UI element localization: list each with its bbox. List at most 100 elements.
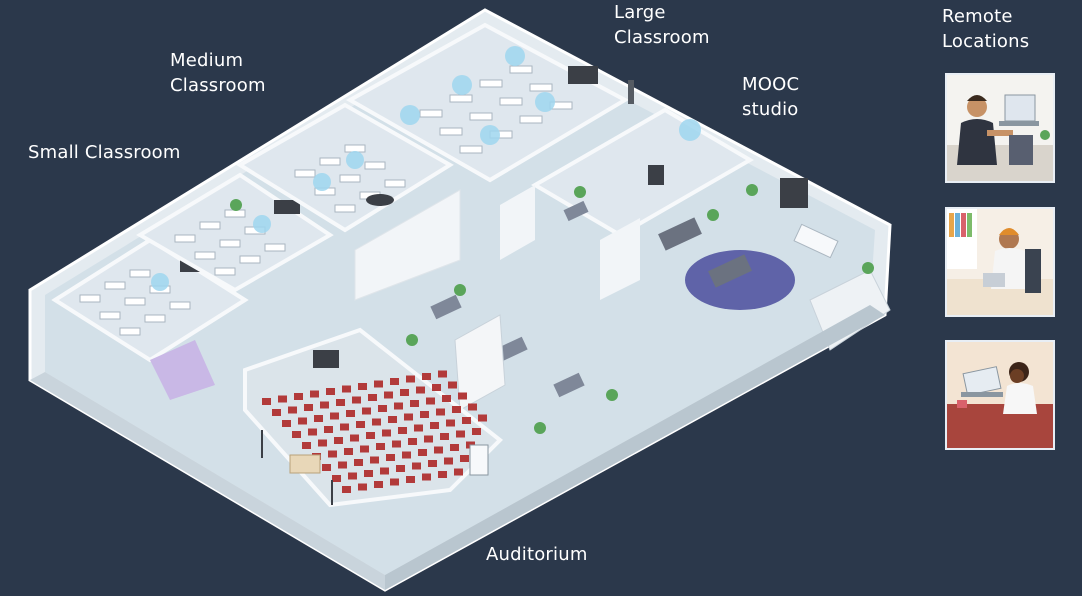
auditorium-seat (262, 398, 271, 405)
auditorium-seat (398, 427, 407, 434)
remote-location-thumbnail-2 (945, 207, 1055, 317)
auditorium-seat (388, 416, 397, 423)
auditorium-seat (342, 385, 351, 393)
auditorium-seat (328, 450, 337, 458)
auditorium-seat (442, 395, 451, 402)
mooc-studio-label: MOOC studio (742, 74, 800, 120)
auditorium-seat (304, 404, 313, 411)
auditorium-seat (420, 411, 429, 418)
auditorium-seat (360, 445, 369, 453)
auditorium-seat (452, 406, 461, 413)
auditorium-seat (362, 407, 371, 415)
auditorium-seat (432, 384, 441, 391)
auditorium-seat (314, 415, 323, 422)
auditorium-seat (404, 413, 413, 421)
auditorium-seat (376, 443, 385, 450)
auditorium-seat (342, 486, 351, 493)
auditorium-seat (326, 388, 335, 395)
auditorium-seat (378, 405, 387, 412)
person-on-video-call-icon (947, 342, 1053, 448)
corridor-wall (354, 189, 461, 301)
auditorium-seat (412, 462, 421, 470)
auditorium-seat (358, 483, 367, 491)
auditorium-seat (440, 433, 449, 440)
auditorium-seat (292, 431, 301, 438)
auditorium-seat (332, 475, 341, 482)
auditorium-seat (394, 402, 403, 410)
ceiling-mic-small (151, 273, 169, 291)
auditorium-seat (310, 390, 319, 398)
auditorium-seat (438, 370, 447, 378)
auditorium-seat (372, 418, 381, 426)
auditorium-seat (456, 430, 465, 438)
person-at-laptop-icon (947, 75, 1053, 181)
large-classroom-label: Large Classroom (614, 2, 710, 48)
ceiling-mic-medium (253, 215, 271, 233)
medium-classroom-label: Medium Classroom (170, 50, 266, 96)
classroom-three-room (236, 102, 454, 233)
auditorium-seat (344, 448, 353, 455)
lounge-rug (685, 250, 795, 310)
auditorium-seat (458, 392, 467, 400)
auditorium-room (243, 327, 504, 508)
auditorium-seat (446, 419, 455, 427)
auditorium-seat (374, 380, 383, 388)
auditorium-seat (346, 410, 355, 417)
auditorium-seat (472, 428, 481, 435)
auditorium-seat (350, 434, 359, 442)
auditorium-seat (348, 472, 357, 480)
auditorium-seat (334, 437, 343, 444)
auditorium-seat (396, 465, 405, 472)
building-edge-right (385, 305, 885, 590)
auditorium-seat (414, 424, 423, 432)
auditorium-seat (390, 478, 399, 486)
auditorium-seat (418, 449, 427, 456)
auditorium-seat (424, 435, 433, 443)
auditorium-seat (324, 426, 333, 433)
auditorium-seat (406, 476, 415, 483)
remote-location-thumbnail-3 (945, 340, 1055, 450)
small-classroom-label: Small Classroom (28, 142, 181, 163)
auditorium-seat (468, 403, 477, 411)
auditorium-seat (422, 473, 431, 481)
auditorium-seat (368, 394, 377, 401)
auditorium-seat (478, 414, 487, 422)
auditorium-seat (406, 375, 415, 383)
auditorium-seat (390, 378, 399, 385)
auditorium-seat (430, 422, 439, 429)
auditorium-seat (288, 406, 297, 414)
auditorium-seat (356, 421, 365, 428)
auditorium-seat (336, 399, 345, 406)
auditorium-seat (364, 470, 373, 477)
auditorium-seat (448, 381, 457, 389)
building-edge (30, 372, 385, 590)
auditorium-seat (450, 444, 459, 451)
auditorium-seat (384, 391, 393, 399)
auditorium-seat (444, 457, 453, 465)
auditorium-seat (352, 396, 361, 404)
auditorium-seat (434, 446, 443, 454)
auditorium-seat (338, 461, 347, 469)
auditorium-seat (278, 395, 287, 403)
auditorium-seat (374, 481, 383, 488)
auditorium-seat (366, 432, 375, 439)
auditorium-seat (428, 460, 437, 467)
auditorium-seat (330, 412, 339, 420)
auditorium-seat (392, 440, 401, 448)
medium-classroom-room (136, 172, 334, 293)
large-classroom-room (345, 22, 634, 183)
auditorium-seat (410, 400, 419, 407)
auditorium-seat (298, 417, 307, 425)
auditorium-seat (416, 386, 425, 394)
auditorium-seat (294, 393, 303, 400)
remote-locations-label: Remote Locations (942, 6, 1030, 52)
auditorium-seat (438, 471, 447, 478)
auditorium-seat (460, 455, 469, 462)
auditorium-seat (370, 456, 379, 464)
auditorium-seat (402, 451, 411, 459)
auditorium-seat (358, 383, 367, 390)
auditorium-seat (380, 467, 389, 475)
auditorium-seat (308, 428, 317, 436)
